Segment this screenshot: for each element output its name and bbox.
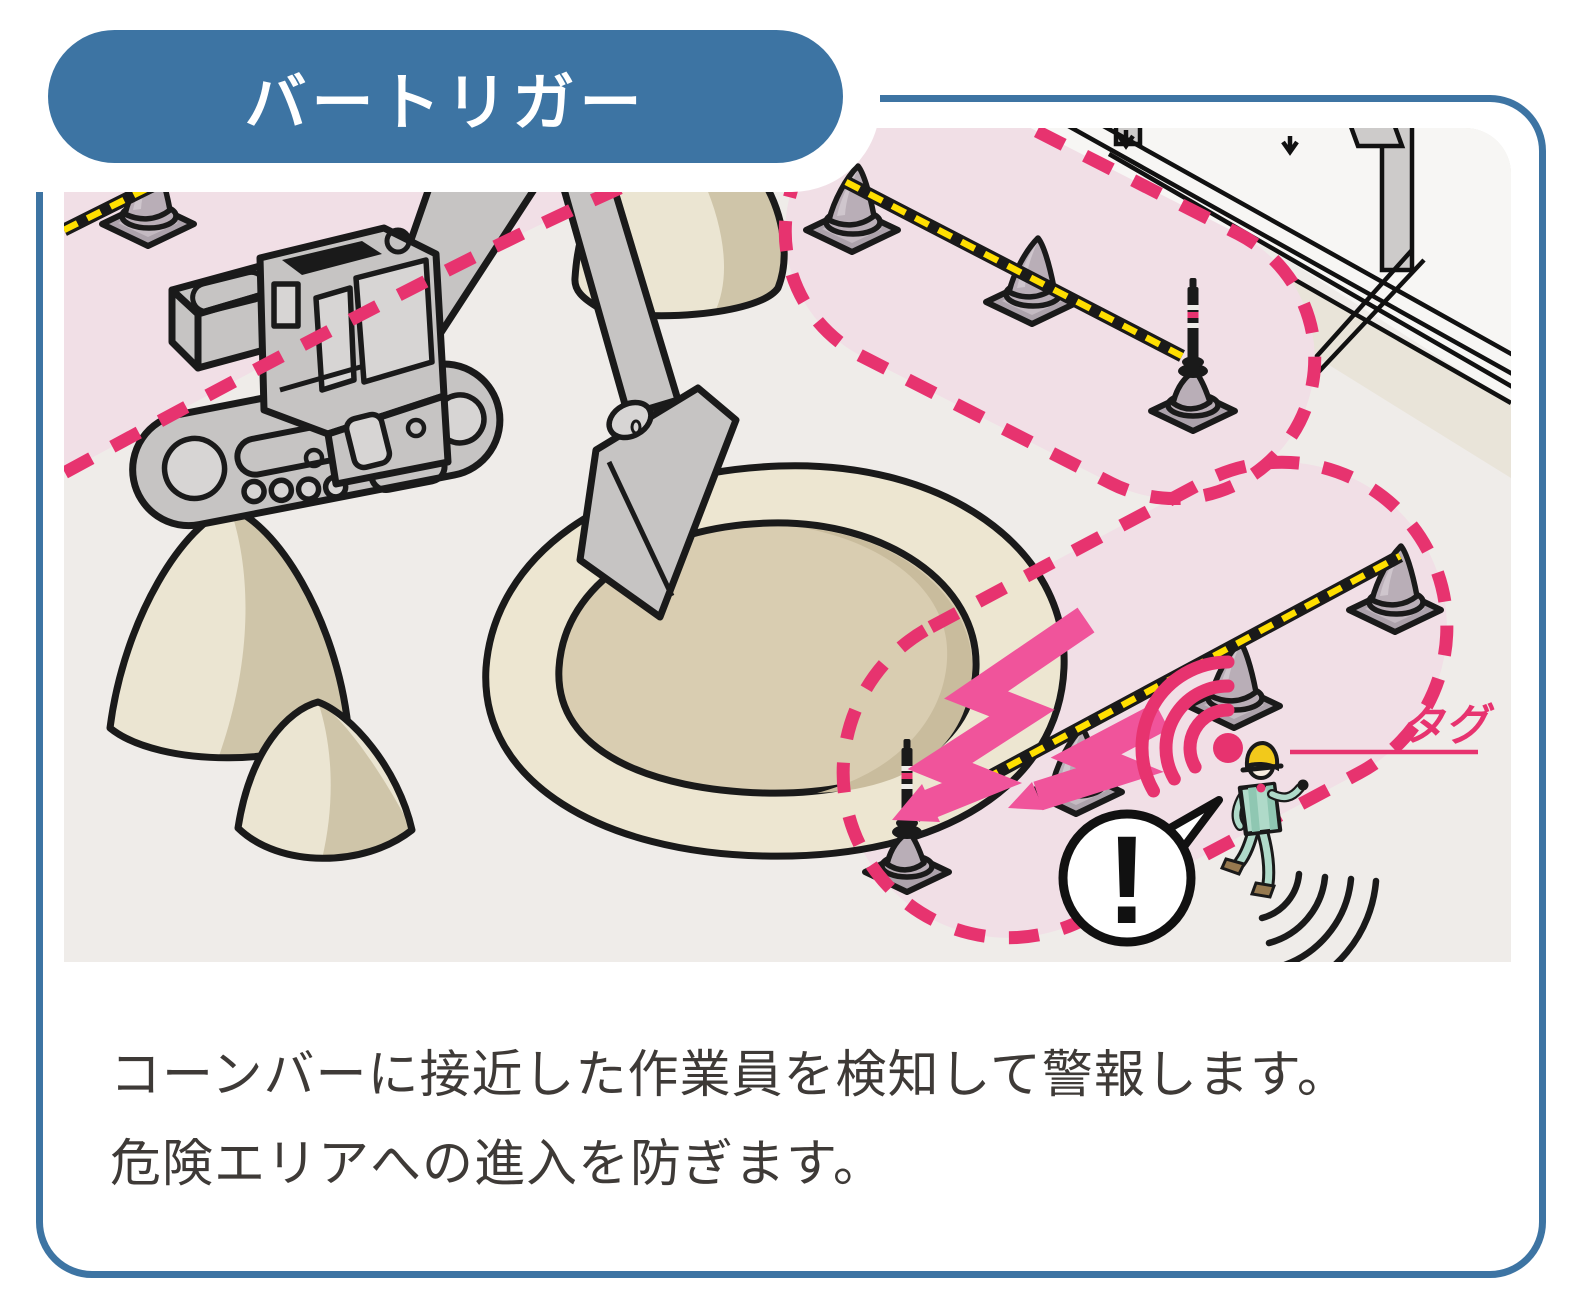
- cone-bar-bottom: [865, 546, 1441, 892]
- caption-line-2: 危険エリアへの進入を防ぎます。: [110, 1135, 885, 1192]
- construction-site-illustration: ! タグ: [64, 128, 1511, 962]
- cone-bar-top: [806, 166, 1235, 431]
- tag-callout: タグ: [1290, 701, 1497, 755]
- excavator: [129, 164, 740, 621]
- bolt-arrow-icon: [1117, 130, 1135, 150]
- alert-bubble: !: [1058, 796, 1223, 950]
- caption-line-1: コーンバーに接近した作業員を検知して警報します。: [110, 1046, 1349, 1103]
- helmet-icon: [1244, 740, 1280, 772]
- illustration-svg: ! タグ: [64, 128, 1511, 962]
- lightning-bolts-icon: [892, 607, 1169, 822]
- worker-tag-dot: [1256, 783, 1266, 793]
- steel-frame: [1067, 128, 1511, 405]
- worker: [1219, 740, 1309, 899]
- caption: コーンバーに接近した作業員を検知して警報します。 危険エリアへの進入を防ぎます。: [110, 1030, 1510, 1208]
- motion-arcs-icon: [1258, 870, 1380, 962]
- title-badge-label: バートリガー: [244, 68, 647, 138]
- danger-zone-outlines: [64, 128, 1454, 945]
- title-badge: バートリガー: [48, 30, 843, 163]
- tag-label: タグ: [1400, 701, 1497, 750]
- radio-wave-icon: [1135, 655, 1243, 798]
- bolt-arrow-icon: [1281, 136, 1299, 156]
- dirt-mound-small: [234, 698, 416, 862]
- alert-exclamation: !: [1106, 811, 1148, 950]
- dirt-mound-left: [106, 504, 352, 762]
- excavator-bucket: [576, 384, 740, 621]
